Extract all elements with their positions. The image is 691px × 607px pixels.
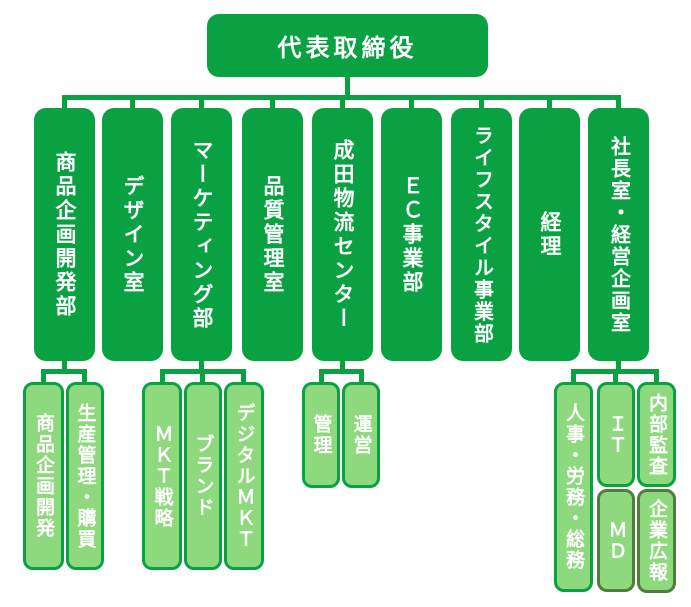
connector-stub — [41, 372, 46, 383]
dept-label: 社長室・経営企画室 — [607, 135, 630, 334]
dept-label: マーケティング部 — [190, 138, 213, 331]
connector-stub — [571, 372, 576, 383]
root-node-label: 代表取締役 — [277, 35, 418, 62]
unit-label: 人事・労務・総務 — [563, 403, 584, 571]
dept-label: 商品企画開発部 — [53, 150, 76, 319]
connector-stub — [270, 99, 275, 109]
connector-parent-stub — [616, 358, 621, 371]
unit-it: ＩＴ — [597, 382, 635, 487]
connector-stub — [160, 372, 165, 383]
dept-marketing: マーケティング部 — [171, 108, 232, 361]
unit-label: 企業広報 — [646, 499, 667, 583]
dept-label: 経理 — [538, 210, 561, 259]
dept-label: ＥＣ事業部 — [400, 174, 423, 295]
connector-stub — [199, 99, 204, 109]
unit-label: ＩＴ — [605, 413, 627, 456]
unit-mkt-strategy: ＭＫＴ戦略 — [142, 382, 182, 570]
unit-production-purchasing: 生産管理・購買 — [66, 382, 104, 570]
dept-ec-business: ＥＣ事業部 — [381, 108, 442, 361]
unit-label: 商品企画開発 — [33, 413, 54, 539]
unit-label: ＭＫＴ戦略 — [151, 423, 173, 529]
connector-parent-stub — [199, 358, 204, 371]
connector-bus — [62, 95, 621, 100]
dept-narita-logistics: 成田物流センター — [312, 108, 373, 361]
unit-internal-audit: 内部監査 — [637, 382, 676, 487]
unit-logistics-management: 管理 — [302, 382, 340, 488]
connector-stub — [82, 372, 87, 383]
connector-stub — [409, 99, 414, 109]
root-node-ceo: 代表取締役 — [207, 14, 488, 77]
connector-root-stub — [345, 76, 350, 96]
connector-stub — [479, 99, 484, 109]
connector-bracket — [41, 369, 87, 374]
connector-parent-stub — [62, 358, 67, 371]
dept-label: ライフスタイル事業部 — [470, 124, 493, 345]
unit-md: ＭＤ — [597, 489, 635, 592]
unit-label: ブランド — [192, 434, 214, 518]
unit-corporate-pr: 企業広報 — [637, 489, 676, 593]
connector-stub — [616, 99, 621, 109]
dept-product-planning: 商品企画開発部 — [34, 108, 95, 361]
connector-parent-stub — [340, 358, 345, 371]
unit-label: 生産管理・購買 — [74, 402, 96, 550]
unit-digital-mkt: デジタルＭＫＴ — [224, 382, 264, 570]
connector-stub — [241, 372, 246, 383]
unit-label: ＭＤ — [605, 519, 627, 562]
dept-design: デザイン室 — [102, 108, 163, 361]
connector-bracket — [319, 369, 364, 374]
connector-stub — [547, 99, 552, 109]
dept-label: デザイン室 — [121, 174, 144, 295]
connector-stub — [654, 372, 659, 383]
dept-presidents-office: 社長室・経営企画室 — [588, 108, 649, 361]
connector-stub — [62, 99, 67, 109]
dept-accounting: 経理 — [519, 108, 580, 361]
unit-label: 管理 — [310, 414, 332, 456]
dept-label: 品質管理室 — [261, 174, 284, 295]
unit-hr-labor-general-affairs: 人事・労務・総務 — [554, 382, 593, 592]
connector-stub — [340, 99, 345, 109]
dept-lifestyle-business: ライフスタイル事業部 — [451, 108, 512, 361]
connector-stub — [130, 99, 135, 109]
connector-stub — [200, 372, 205, 383]
unit-label: 内部監査 — [646, 392, 667, 477]
connector-bracket — [160, 369, 246, 374]
unit-product-planning-dev: 商品企画開発 — [23, 382, 64, 570]
connector-stub — [359, 372, 364, 383]
connector-bracket — [571, 369, 659, 374]
unit-brand: ブランド — [184, 382, 222, 570]
connector-stub — [613, 372, 618, 383]
unit-label: 運営 — [350, 414, 372, 456]
dept-quality-control: 品質管理室 — [242, 108, 303, 361]
dept-label: 成田物流センター — [331, 138, 354, 331]
unit-logistics-operations: 運営 — [342, 382, 380, 488]
unit-label: デジタルＭＫＴ — [233, 402, 255, 550]
connector-stub — [319, 372, 324, 383]
